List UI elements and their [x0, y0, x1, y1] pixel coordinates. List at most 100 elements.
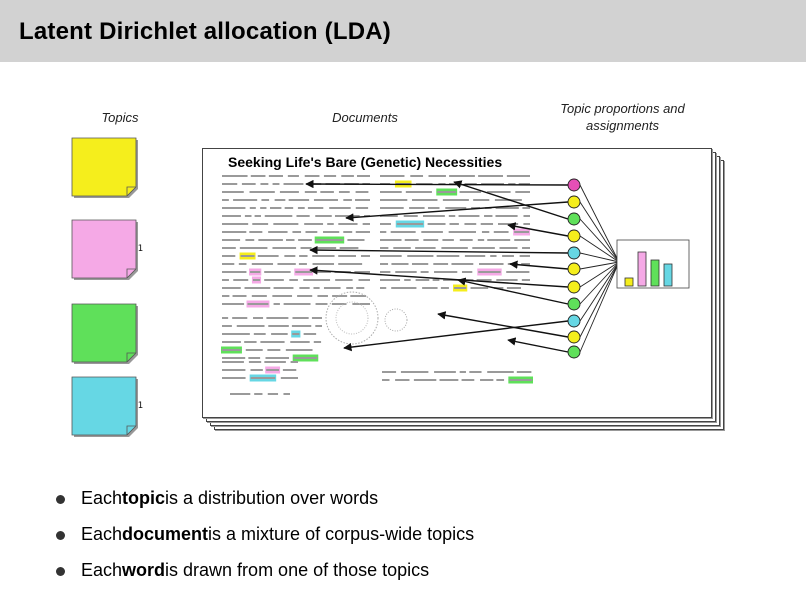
text-line	[312, 255, 335, 257]
text-line	[222, 247, 236, 249]
assignment-arrow	[507, 337, 569, 353]
text-line	[464, 223, 477, 225]
text-line	[305, 231, 318, 233]
text-line	[272, 295, 293, 297]
text-line	[411, 199, 438, 201]
text-line	[279, 191, 299, 193]
text-line	[272, 183, 280, 185]
text-line	[341, 175, 354, 177]
text-line	[327, 223, 334, 225]
text-line	[304, 175, 320, 177]
assignment-arrow	[437, 311, 569, 338]
text-line	[253, 333, 266, 335]
topic-assignment-circle	[567, 345, 581, 359]
proportion-link-line	[579, 261, 620, 322]
text-line	[493, 231, 509, 233]
text-line	[266, 317, 289, 319]
text-line	[264, 215, 293, 217]
text-line	[291, 325, 312, 327]
text-line	[323, 231, 340, 233]
text-line	[454, 287, 467, 289]
text-line	[323, 287, 341, 289]
text-line	[249, 231, 263, 233]
text-line	[260, 183, 269, 185]
text-line	[432, 279, 440, 281]
proportion-bar	[650, 259, 660, 287]
proportion-link-line	[579, 261, 620, 305]
text-line	[250, 377, 276, 379]
text-line	[433, 263, 449, 265]
topic-box-fold	[126, 425, 136, 435]
text-line	[222, 239, 241, 241]
text-line	[222, 361, 244, 363]
text-line	[458, 215, 480, 217]
slide-title: Latent Dirichlet allocation (LDA)	[19, 18, 391, 45]
text-line	[350, 295, 367, 297]
text-line	[496, 279, 518, 281]
text-line	[232, 317, 248, 319]
text-line	[312, 263, 335, 265]
text-line	[315, 215, 332, 217]
text-line	[222, 295, 230, 297]
text-line	[523, 215, 530, 217]
text-line	[303, 333, 317, 335]
text-line	[487, 191, 511, 193]
text-line	[391, 263, 409, 265]
text-line	[313, 199, 338, 201]
text-line	[290, 341, 310, 343]
assignment-arrow	[309, 245, 569, 255]
text-line	[382, 379, 390, 381]
text-line	[297, 207, 305, 209]
text-line	[266, 369, 280, 371]
topic-assignment-circle	[567, 280, 581, 294]
text-line	[478, 175, 504, 177]
text-line	[267, 349, 281, 351]
text-line	[260, 207, 267, 209]
text-line	[516, 371, 532, 373]
text-line	[522, 207, 530, 209]
text-line	[298, 239, 312, 241]
text-line	[391, 287, 417, 289]
text-line	[478, 271, 501, 273]
text-line	[283, 303, 311, 305]
text-line	[521, 279, 530, 281]
text-line	[515, 191, 530, 193]
text-line	[449, 175, 475, 177]
text-line	[448, 215, 456, 217]
text-line	[277, 263, 296, 265]
text-line	[496, 379, 505, 381]
text-line	[244, 287, 271, 289]
bullet-document: Each document is a mixture of corpus-wid…	[56, 516, 474, 552]
topic-box-3	[71, 303, 137, 363]
text-line	[409, 207, 425, 209]
topic-assignment-circle	[567, 212, 581, 226]
text-line	[282, 369, 297, 371]
text-line	[222, 349, 241, 351]
text-line	[250, 369, 263, 371]
text-line	[355, 199, 370, 201]
text-line	[380, 207, 404, 209]
text-line	[495, 215, 518, 217]
text-line	[303, 279, 331, 281]
assignment-arrow	[343, 320, 569, 352]
text-line	[332, 295, 348, 297]
text-line	[413, 379, 437, 381]
text-line	[470, 287, 489, 289]
text-line	[222, 199, 229, 201]
text-line	[461, 379, 475, 381]
topic-assignment-circle	[567, 262, 581, 276]
text-line	[380, 191, 402, 193]
text-line	[268, 175, 283, 177]
text-line	[286, 239, 295, 241]
text-line	[380, 279, 401, 281]
text-line	[395, 379, 410, 381]
text-line	[343, 199, 352, 201]
text-line	[315, 271, 331, 273]
text-line	[222, 377, 246, 379]
text-line	[436, 255, 460, 257]
text-line	[250, 271, 261, 273]
text-line	[442, 199, 469, 201]
text-line	[304, 191, 317, 193]
text-line	[290, 361, 298, 363]
